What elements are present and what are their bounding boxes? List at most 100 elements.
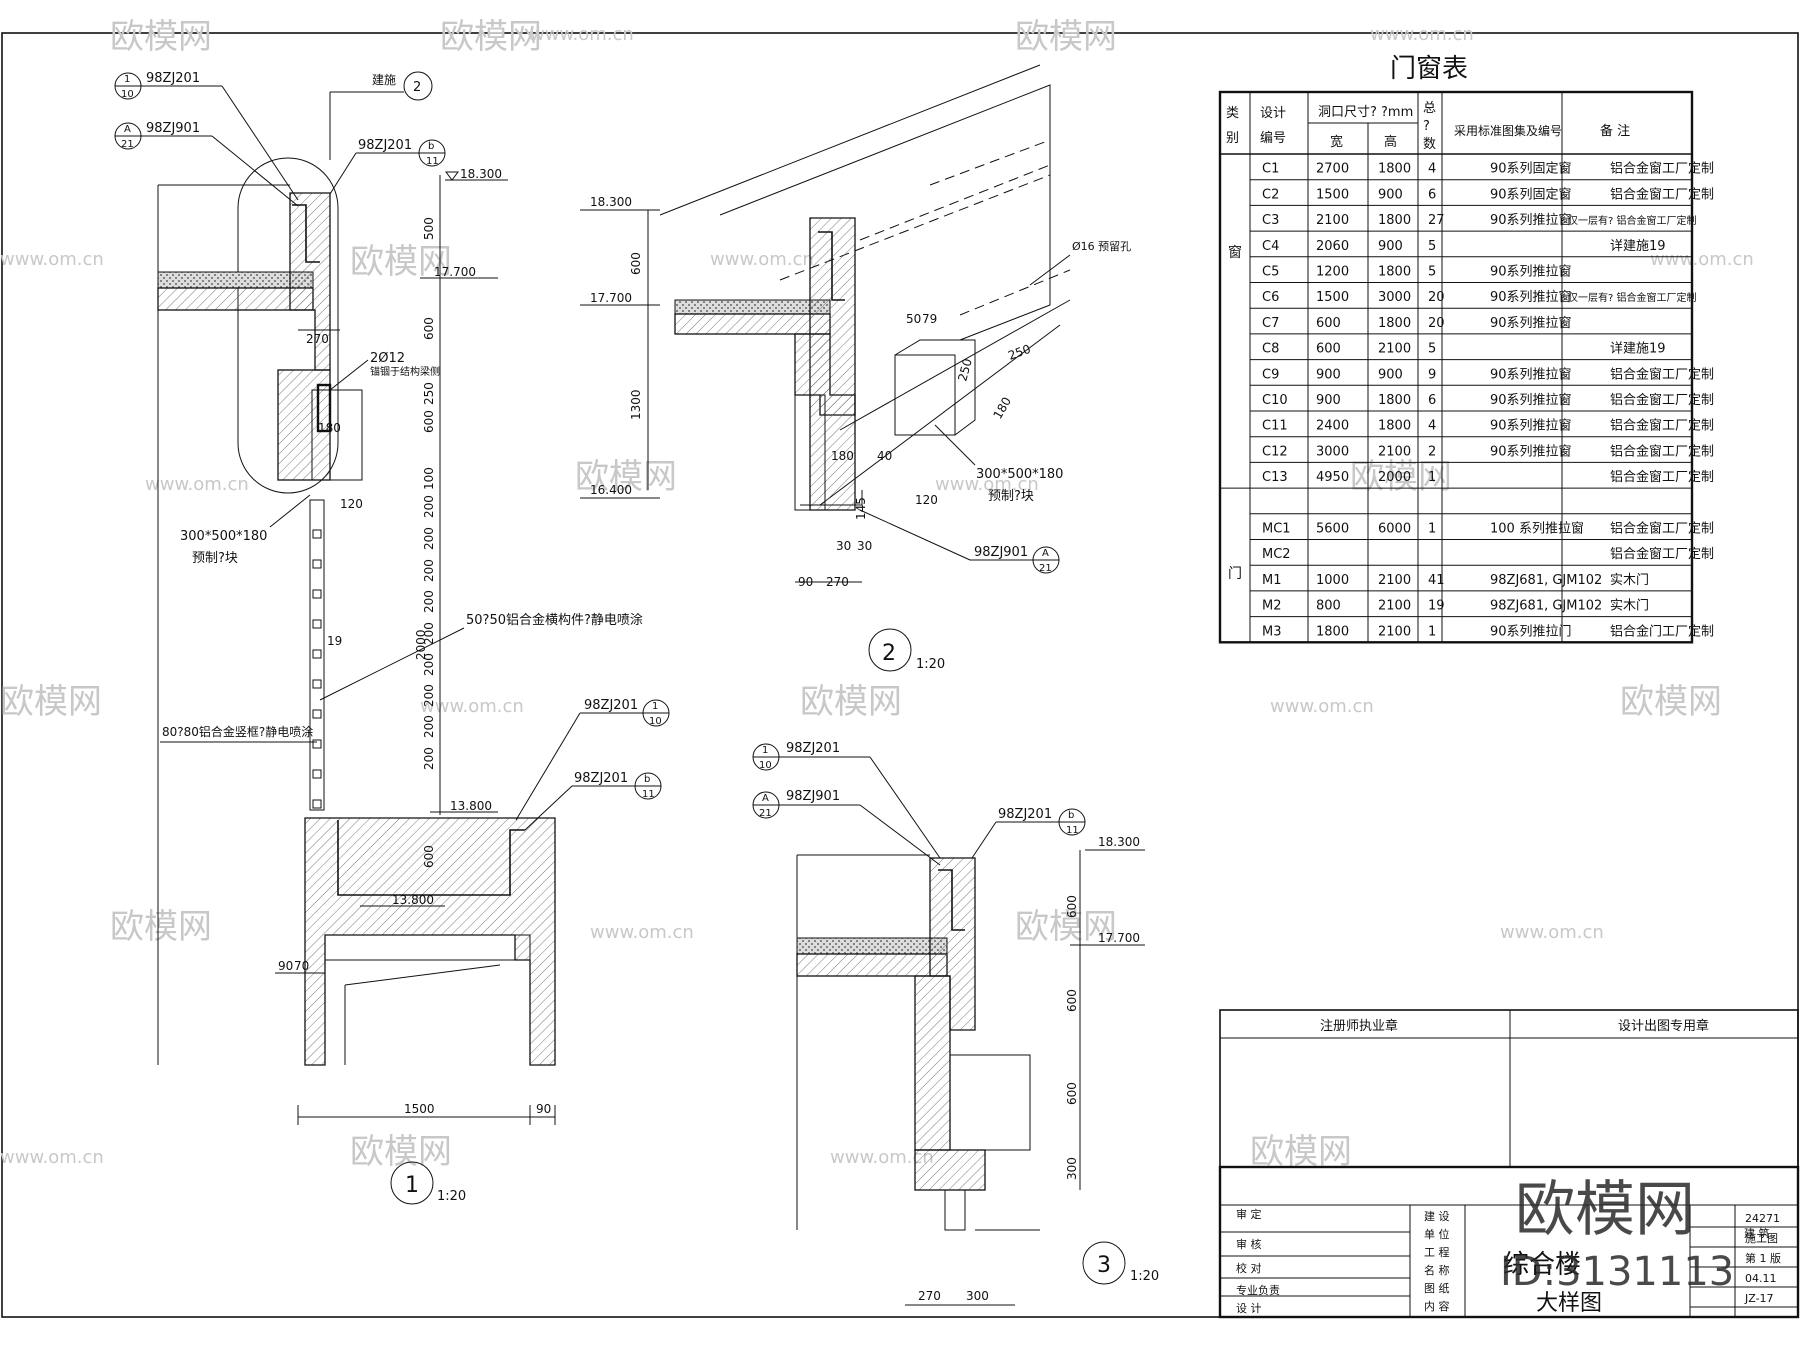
tb-role: 设 计: [1236, 1302, 1262, 1315]
svg-text:1800: 1800: [1378, 419, 1411, 434]
svg-text:铝合金门工厂定制: 铝合金门工厂定制: [1610, 623, 1714, 639]
d2-dim-600: 600: [629, 252, 643, 275]
svg-text:ID:3131113: ID:3131113: [1500, 1249, 1734, 1295]
svg-text:98ZJ201: 98ZJ201: [146, 71, 200, 86]
svg-text:1500: 1500: [1316, 290, 1349, 305]
d1-vdim: 200: [422, 622, 436, 645]
svg-text:详建施19: 详建施19: [1610, 342, 1666, 357]
svg-text:3000: 3000: [1316, 444, 1349, 459]
d1-dim-120: 120: [340, 497, 363, 511]
svg-text:6: 6: [1428, 393, 1436, 408]
d2-ref-a: A 21 98ZJ901: [859, 509, 1060, 574]
d2-hole: Ø16 预留孔: [1072, 240, 1131, 253]
d1-vdim: 500: [422, 217, 436, 240]
svg-text:98ZJ201: 98ZJ201: [998, 807, 1052, 822]
d2-dim-90: 90: [798, 575, 813, 589]
svg-text:1: 1: [652, 701, 658, 712]
svg-text:C9: C9: [1262, 367, 1279, 382]
detail-1: 5006002506001002002002002002002002002002…: [114, 71, 670, 1205]
svg-text:900: 900: [1316, 393, 1341, 408]
mullion-clip: [312, 769, 322, 779]
d1-rebar: 2Ø12: [370, 351, 405, 366]
tb-right: JZ-17: [1744, 1292, 1774, 1305]
d1-vdim: 2000: [414, 629, 428, 660]
svg-text:MC2: MC2: [1262, 547, 1291, 562]
watermark-url: www.om.cn: [935, 474, 1039, 495]
d1-top-ref: 2 建施: [329, 71, 433, 160]
th-height: 高: [1384, 134, 1397, 150]
sheet-border: [1, 32, 1799, 1318]
stamp-right: 设计出图专用章: [1618, 1018, 1709, 1034]
watermark-layer: 欧模网欧模网欧模网欧模网欧模网欧模网欧模网欧模网欧模网欧模网欧模网欧模网欧模网w…: [0, 17, 1754, 1172]
svg-text:C10: C10: [1262, 393, 1288, 408]
group-door: 门: [1228, 566, 1242, 582]
svg-text:别: 别: [1226, 131, 1239, 146]
svg-text:仅一层有? 铝合金窗工厂定制: 仅一层有? 铝合金窗工厂定制: [1568, 291, 1697, 304]
svg-text:90系列推拉窗: 90系列推拉窗: [1490, 212, 1572, 228]
th-type: 类: [1226, 106, 1239, 121]
tb-field: 名 称: [1424, 1263, 1450, 1277]
svg-text:C2: C2: [1262, 187, 1279, 202]
watermark-url: www.om.cn: [530, 24, 634, 45]
d3-label: 3: [1097, 1253, 1111, 1278]
d3-dim-600b: 600: [1065, 989, 1079, 1012]
svg-text:A: A: [124, 124, 131, 135]
tb-role: 校 对: [1236, 1261, 1262, 1275]
svg-text:C3: C3: [1262, 213, 1279, 228]
watermark-logo: 欧模网: [110, 907, 212, 947]
svg-text:11: 11: [1066, 825, 1079, 836]
svg-text:1: 1: [1428, 624, 1436, 639]
tb-field: 单 位: [1424, 1227, 1450, 1241]
watermark-logo: 欧模网: [1015, 907, 1117, 947]
svg-text:900: 900: [1316, 367, 1341, 382]
d1-dim-19: 19: [327, 634, 342, 648]
d1-block: 300*500*180: [180, 529, 267, 544]
watermark-url: www.om.cn: [1370, 24, 1474, 45]
watermark-logo: 欧模网: [800, 682, 902, 722]
svg-text:90系列固定窗: 90系列固定窗: [1490, 186, 1572, 202]
d1-low-ref-b: b 11 98ZJ201: [524, 771, 662, 831]
d1-dim-70: 70: [294, 959, 309, 973]
d1-rebar-note: 锚锢于结构梁侧: [370, 365, 440, 378]
d2-dim-79: 79: [922, 312, 937, 326]
svg-text:铝合金窗工厂定制: 铝合金窗工厂定制: [1610, 161, 1714, 177]
group-window: 窗: [1228, 244, 1242, 261]
tb-right: 04.11: [1745, 1272, 1777, 1285]
watermark-url: www.om.cn: [145, 474, 249, 495]
d1-vdim: 200: [422, 527, 436, 550]
svg-text:铝合金窗工厂定制: 铝合金窗工厂定制: [1610, 366, 1714, 382]
svg-text:b: b: [644, 774, 650, 785]
svg-text:2100: 2100: [1378, 444, 1411, 459]
watermark-logo: 欧模网: [440, 17, 542, 57]
svg-text:800: 800: [1316, 599, 1341, 614]
svg-text:1000: 1000: [1316, 573, 1349, 588]
th-opening: 洞口尺寸? ?mm: [1318, 105, 1413, 120]
svg-text:900: 900: [1378, 239, 1403, 254]
tb-head: 建 筑: [1744, 1226, 1770, 1240]
th-standard: 采用标准图集及编号: [1454, 123, 1562, 138]
d3-dim-600a: 600: [1065, 895, 1079, 918]
d3-dim-300b: 300: [966, 1289, 989, 1303]
svg-text:98ZJ681, GJM102: 98ZJ681, GJM102: [1490, 599, 1602, 614]
d2-elev-low: 16.400: [590, 483, 632, 497]
d1-elev-low2: 13.800: [392, 893, 434, 907]
svg-text:900: 900: [1378, 367, 1403, 382]
tb-role: 审 定: [1236, 1207, 1262, 1221]
d1-vdim: 200: [422, 715, 436, 738]
d3-ref-a: A 21 98ZJ901: [752, 789, 941, 866]
detail-2: 600 1300 18.300 17.700 16.400 50 79 250 …: [580, 64, 1131, 672]
watermark-logo: 欧模网: [1015, 17, 1117, 57]
svg-text:21: 21: [1039, 563, 1052, 574]
d2-label: 2: [882, 641, 896, 666]
d1-dim-90b: 90: [536, 1102, 551, 1116]
d2-dim-270: 270: [826, 575, 849, 589]
svg-text:11: 11: [426, 156, 439, 167]
svg-text:2060: 2060: [1316, 239, 1349, 254]
